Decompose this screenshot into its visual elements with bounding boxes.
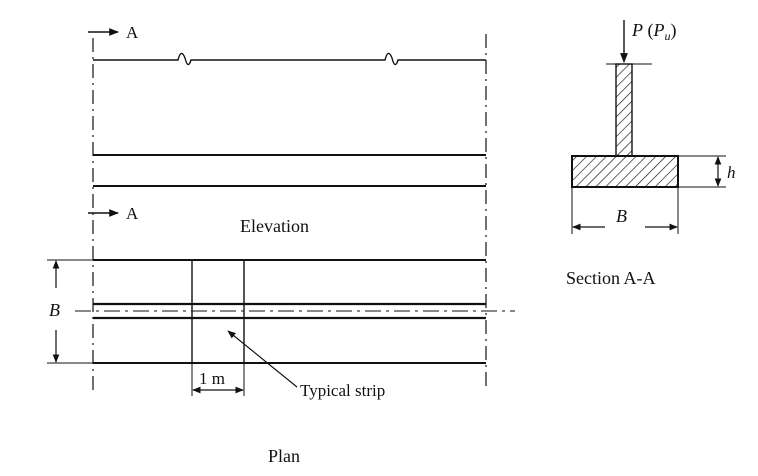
width-b-plan-label: B bbox=[49, 300, 60, 320]
plan-caption: Plan bbox=[268, 446, 300, 466]
section-marker-top-label: A bbox=[126, 23, 139, 42]
thickness-label: h bbox=[727, 163, 736, 182]
width-b-section-label: B bbox=[616, 206, 627, 226]
load-pu-subscript: u bbox=[665, 29, 671, 43]
elevation-view: A A Elevation bbox=[88, 23, 487, 390]
load-label: P (Pu) bbox=[631, 20, 677, 43]
load-pu-text: P bbox=[653, 20, 665, 40]
strip-leader bbox=[227, 330, 298, 388]
section-caption: Section A-A bbox=[566, 268, 656, 288]
section-marker-bottom-label: A bbox=[126, 204, 139, 223]
strip-width-label: 1 m bbox=[199, 369, 225, 388]
typical-strip-label: Typical strip bbox=[300, 381, 385, 400]
section-wall-stem bbox=[615, 63, 633, 157]
wall-top-edge bbox=[93, 52, 486, 66]
section-view: P (Pu) h B Section A-A bbox=[566, 20, 736, 288]
elevation-caption: Elevation bbox=[240, 216, 309, 236]
plan-view: 1 m Typical strip B Plan bbox=[47, 259, 515, 466]
section-footing bbox=[571, 155, 679, 188]
load-p-text: P bbox=[631, 20, 643, 40]
